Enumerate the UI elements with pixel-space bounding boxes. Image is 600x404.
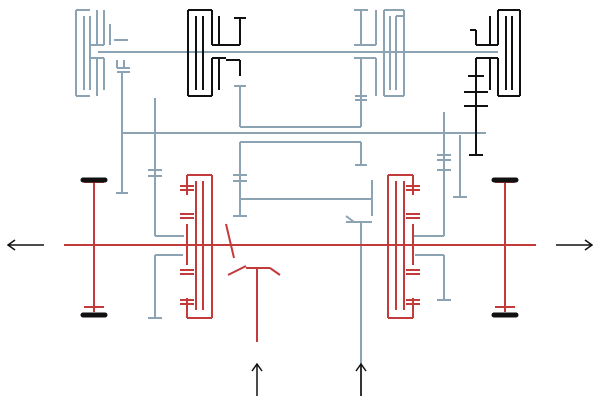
black-clutches: [187, 9, 521, 156]
input-arrow-left: [251, 362, 263, 396]
output-arrow-right: [556, 239, 594, 251]
arrows: [6, 239, 594, 396]
output-arrow-left: [6, 239, 44, 251]
red-drivetrain: [64, 174, 536, 342]
wheel-treads: [80, 177, 519, 318]
grey-shafts: [75, 9, 498, 396]
input-arrow-right: [355, 362, 367, 396]
